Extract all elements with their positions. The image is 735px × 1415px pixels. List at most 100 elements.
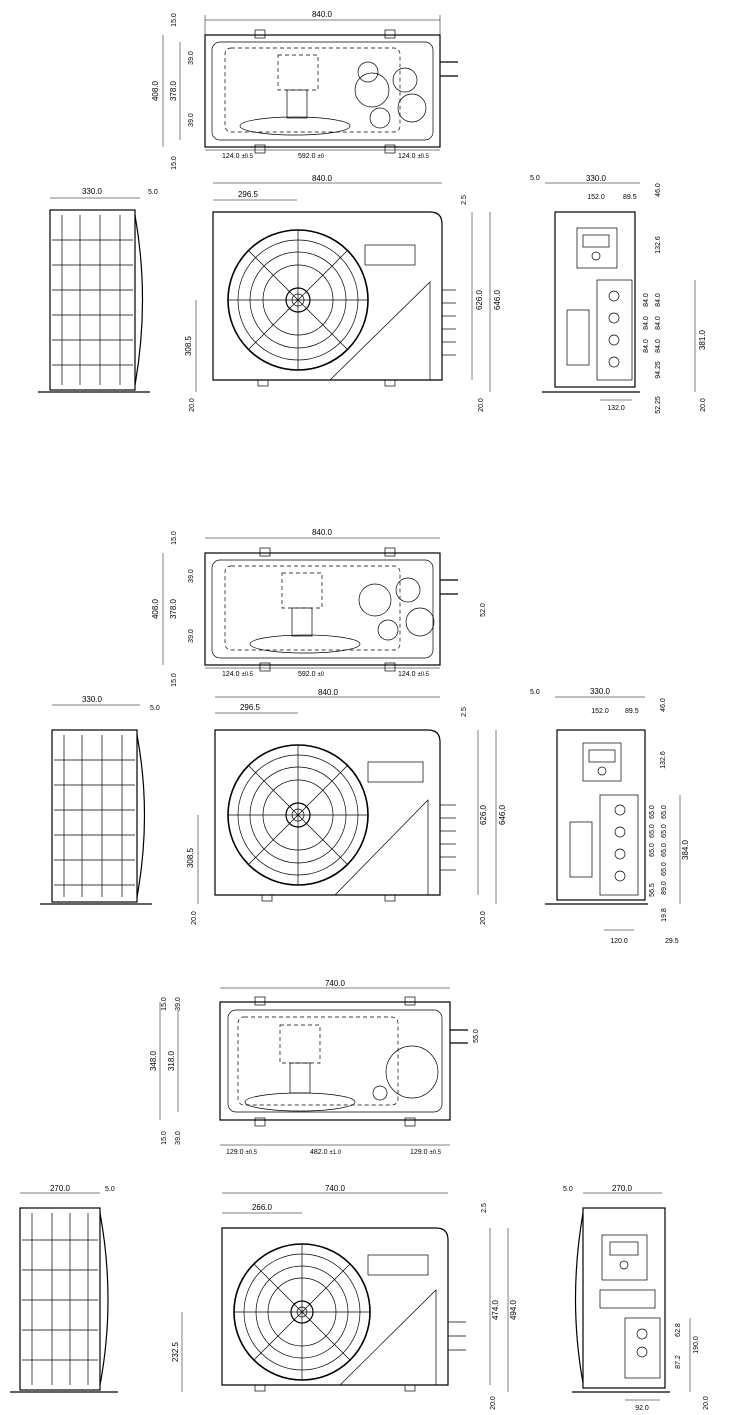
unit-a-side-offset: 5.0: [148, 189, 158, 196]
unit-c-rside-foot: 20.0: [703, 1396, 710, 1410]
unit-b-total-height: 646.0: [498, 804, 507, 825]
unit-c-top-inset-top: 39.0: [175, 997, 182, 1011]
unit-a-rside-panel-w: 152.0: [587, 194, 605, 201]
unit-b-rside-base2: 29.5: [665, 938, 679, 945]
unit-a-left-side-view: 330.0 5.0: [38, 187, 158, 393]
unit-b-side-offset: 5.0: [150, 705, 160, 712]
unit-a-hole-mid: 592.0 ±0: [298, 153, 325, 160]
unit-a-rside-spacing-2: 84.0: [655, 339, 662, 353]
unit-c-body-height: 474.0: [491, 1299, 500, 1320]
unit-b-foot-right: 20.0: [480, 911, 487, 925]
unit-b-top-gap: 2.5: [461, 707, 468, 717]
unit-b-fan-offset: 296.5: [240, 703, 261, 712]
unit-c: 740.0 348.0 318.0 15.0 39.0 15.0 39.0 55…: [10, 979, 710, 1412]
unit-c-fan-offset: 266.0: [252, 1203, 273, 1212]
unit-c-front-width: 740.0: [325, 1184, 346, 1193]
unit-c-top-width: 740.0: [325, 979, 346, 988]
unit-c-rside-port-w: 92.0: [635, 1405, 649, 1412]
unit-b-foot-left: 20.0: [191, 911, 198, 925]
unit-c-rside-spacing-a: 62.8: [675, 1323, 682, 1337]
unit-b-top-depth: 408.0: [151, 598, 160, 619]
unit-b-top-valve: 52.0: [480, 603, 487, 617]
unit-c-side-offset: 5.0: [105, 1186, 115, 1193]
unit-a-rside-height: 381.0: [698, 329, 707, 350]
unit-a-rside-spacing-0: 84.0: [655, 293, 662, 307]
unit-a-hole-left: 124.0 ±0.5: [222, 153, 254, 160]
unit-a-front-width: 840.0: [312, 174, 333, 183]
unit-c-top-inset-bottom: 39.0: [175, 1131, 182, 1145]
unit-b-rside-port-w: 120.0: [610, 938, 628, 945]
unit-a-rside-panel-h: 132.6: [655, 236, 662, 254]
unit-b-rside-height: 384.0: [681, 839, 690, 860]
unit-c-left-side-view: 270.0 5.0: [10, 1184, 118, 1393]
unit-a-total-height: 646.0: [493, 289, 502, 310]
unit-b-rside-spacing-0: 65.0: [661, 805, 668, 819]
unit-b-rside-panel-gap: 89.5: [625, 708, 639, 715]
unit-c-rside-offset: 5.0: [563, 1186, 573, 1193]
unit-a-top-width: 840.0: [312, 10, 333, 19]
unit-c-fan-height: 232.5: [171, 1341, 180, 1362]
unit-a-fan-height: 308.5: [184, 335, 193, 356]
unit-b-front-width: 840.0: [318, 688, 339, 697]
unit-b-rside-spacing-4: 65.0: [649, 805, 656, 819]
unit-a: 840.0 408.0 378.0 15.0 39.0 39.0 15.0 12…: [38, 10, 707, 414]
unit-b: 840.0 408.0 378.0 15.0 39.0 39.0 15.0 52…: [40, 528, 690, 945]
unit-b-rside-bottom: 89.0: [661, 881, 668, 895]
unit-b-rside-spacing-1: 65.0: [661, 824, 668, 838]
unit-a-rside-spacing-5: 84.0: [643, 339, 650, 353]
unit-c-total-height: 494.0: [509, 1299, 518, 1320]
unit-a-front-view: 840.0 296.5: [184, 174, 502, 412]
unit-c-rside-height: 190.0: [693, 1336, 700, 1354]
unit-a-rside-spacing-4: 84.0: [643, 316, 650, 330]
unit-a-valves: [442, 289, 456, 356]
unit-b-rside-spacing-5: 65.0: [649, 824, 656, 838]
unit-c-top-gap: 2.5: [481, 1203, 488, 1213]
unit-a-top-gap: 2.5: [461, 195, 468, 205]
unit-a-top-view: 840.0 408.0 378.0 15.0 39.0 39.0 15.0 12…: [151, 10, 458, 170]
unit-a-side-depth: 330.0: [82, 187, 103, 196]
unit-b-top-view: 840.0 408.0 378.0 15.0 39.0 39.0 15.0 52…: [151, 528, 487, 687]
unit-b-left-side-view: 330.0 5.0: [40, 695, 160, 905]
unit-b-body-height: 626.0: [479, 804, 488, 825]
unit-a-foot-left: 20.0: [189, 398, 196, 412]
unit-a-rside-base: 52.25: [655, 396, 662, 414]
unit-b-front-view: 840.0 296.5: [186, 688, 507, 925]
unit-a-top-depth: 408.0: [151, 80, 160, 101]
unit-a-rside-bottom: 94.25: [655, 361, 662, 379]
unit-c-hole-left: 129.0 ±0.5: [226, 1149, 258, 1156]
unit-c-fan-spokes: [234, 1244, 370, 1380]
unit-b-hole-mid: 592.0 ±0: [298, 671, 325, 678]
unit-c-foot: 20.0: [490, 1396, 497, 1410]
unit-b-top-bottom-edge: 15.0: [171, 673, 178, 687]
unit-a-top-inner: 378.0: [169, 80, 178, 101]
unit-b-side-depth: 330.0: [82, 695, 103, 704]
unit-a-rside-spacing-3: 84.0: [643, 293, 650, 307]
unit-c-valves: [448, 1321, 466, 1351]
unit-b-rside-spacing-6: 65.0: [649, 843, 656, 857]
unit-b-top-inset-bottom: 39.0: [188, 629, 195, 643]
unit-b-rside-small: 56.5: [649, 883, 656, 897]
unit-a-top-bottom-edge: 15.0: [171, 156, 178, 170]
unit-a-rside-depth: 330.0: [586, 174, 607, 183]
unit-c-top-bottom-edge: 15.0: [161, 1131, 168, 1145]
unit-a-rside-spacing-1: 84.0: [655, 316, 662, 330]
unit-c-top-depth: 348.0: [149, 1050, 158, 1071]
unit-b-top-inner: 378.0: [169, 598, 178, 619]
unit-c-front-view: 740.0 266.0: [171, 1184, 518, 1410]
unit-a-top-inset-bottom: 39.0: [188, 113, 195, 127]
unit-c-top-valve: 55.0: [473, 1029, 480, 1043]
unit-b-top-inset-top: 39.0: [188, 569, 195, 583]
unit-b-rside-spacing-3: 65.0: [661, 862, 668, 876]
unit-b-rside-spacing-2: 65.0: [661, 843, 668, 857]
unit-c-top-view: 740.0 348.0 318.0 15.0 39.0 15.0 39.0 55…: [149, 979, 480, 1156]
unit-a-right-side-view: 5.0 330.0 152.0 89.5 46.0 132.6 84.0 84.…: [530, 174, 707, 414]
unit-a-top-inset-top: 39.0: [188, 51, 195, 65]
unit-c-hole-mid: 482.0 ±1.0: [310, 1149, 342, 1156]
unit-b-rside-panel-h: 132.6: [660, 751, 667, 769]
unit-b-rside-top: 46.0: [660, 698, 667, 712]
unit-b-rside-offset: 5.0: [530, 689, 540, 696]
unit-a-hole-right: 124.0 ±0.5: [398, 153, 430, 160]
unit-b-hole-right: 124.0 ±0.5: [398, 671, 430, 678]
unit-a-fan-spokes: [228, 230, 368, 370]
